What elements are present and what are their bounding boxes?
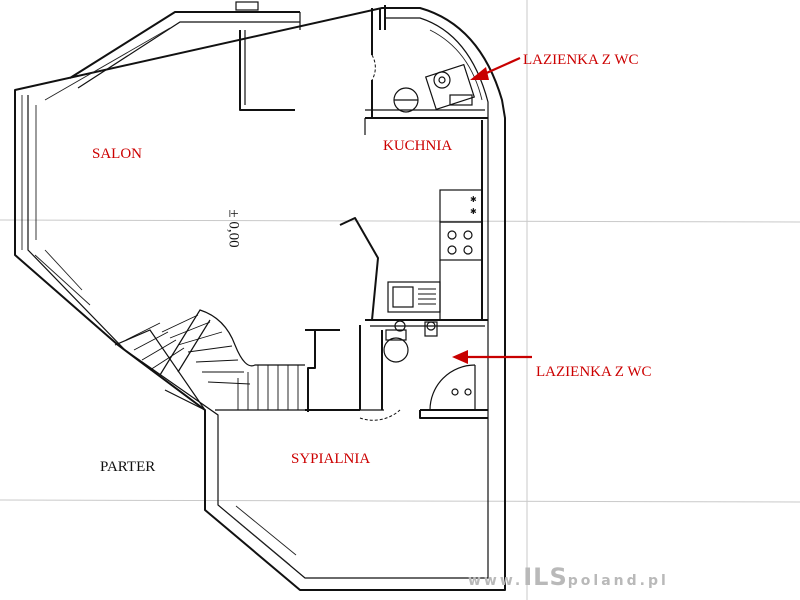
scan-line bbox=[0, 499, 800, 503]
watermark-suffix: poland.pl bbox=[567, 573, 669, 589]
kitchen-fixtures: ✱ ✱ bbox=[387, 189, 483, 320]
stove-burner bbox=[463, 245, 473, 255]
level-mark: ± 0,00 bbox=[226, 196, 256, 260]
watermark-brand: ILS bbox=[523, 563, 568, 591]
bottom-bathroom-fixtures bbox=[383, 320, 476, 411]
svg-text:✱: ✱ bbox=[470, 207, 477, 216]
top-bathroom-fixtures bbox=[393, 63, 476, 113]
bathroom-arrow-bottom bbox=[452, 350, 532, 364]
floor-label: PARTER bbox=[100, 459, 156, 475]
level-mark-text: ± 0,00 bbox=[225, 209, 242, 248]
toilet bbox=[433, 71, 451, 89]
staircase bbox=[114, 309, 305, 411]
svg-text:✱: ✱ bbox=[470, 195, 477, 204]
watermark-prefix: www. bbox=[468, 573, 524, 589]
scan-line bbox=[0, 219, 800, 223]
annotation-bathroom-bottom: LAZIENKA Z WC bbox=[536, 364, 652, 380]
watermark: www.ILSpoland.pl bbox=[468, 563, 669, 591]
shower-door-arc bbox=[429, 364, 476, 411]
interior-walls bbox=[239, 5, 488, 419]
washbasin bbox=[426, 321, 436, 331]
room-label-kuchnia: KUCHNIA bbox=[383, 138, 453, 154]
kitchen-sink bbox=[392, 286, 414, 308]
room-label-salon: SALON bbox=[92, 146, 143, 162]
door-swings bbox=[359, 54, 401, 421]
toilet bbox=[383, 337, 409, 363]
outer-walls bbox=[14, 1, 506, 591]
stove-burner bbox=[447, 230, 457, 240]
stove-burner bbox=[463, 230, 473, 240]
bathroom-arrow-top bbox=[470, 56, 521, 80]
room-label-sypialnia: SYPIALNIA bbox=[291, 451, 371, 467]
stove-burner bbox=[447, 245, 457, 255]
annotation-bathroom-top: LAZIENKA Z WC bbox=[523, 52, 639, 68]
